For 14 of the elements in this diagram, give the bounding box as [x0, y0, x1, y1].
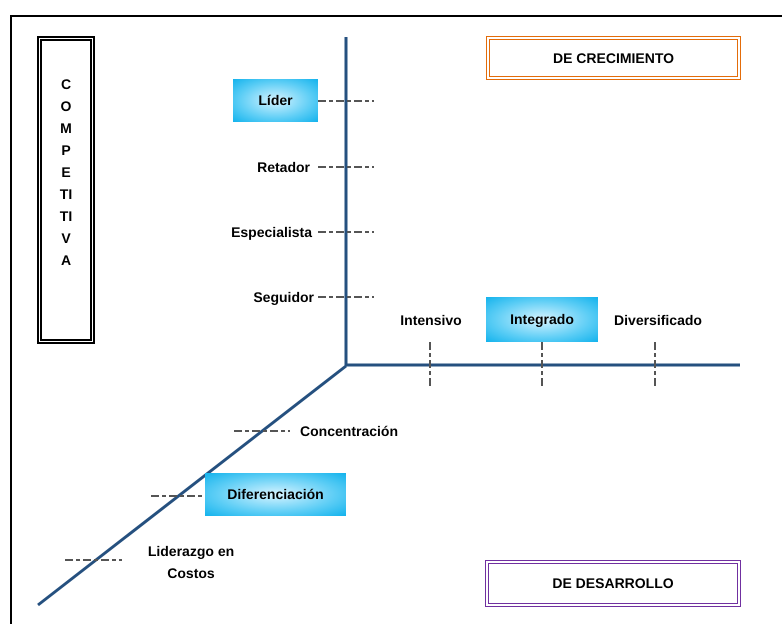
axis-label: Especialista: [190, 221, 312, 243]
vertical-label: COMPETITIVA: [59, 75, 73, 270]
highlight-box: Integrado: [486, 297, 598, 342]
axis-label: Retador: [200, 156, 310, 178]
axis-label: Concentración: [300, 420, 424, 442]
axis-label: Seguidor: [200, 286, 314, 308]
axis-label: Diversificado: [600, 309, 716, 331]
highlight-box: Diferenciación: [205, 473, 346, 516]
category-box: DE DESARROLLO: [485, 560, 741, 607]
highlight-box: Líder: [233, 79, 318, 122]
vertical-label-box: [37, 36, 95, 344]
category-box: DE CRECIMIENTO: [486, 36, 741, 80]
axis-label: Intensivo: [386, 309, 476, 331]
axis-label: Liderazgo en Costos: [130, 540, 252, 584]
